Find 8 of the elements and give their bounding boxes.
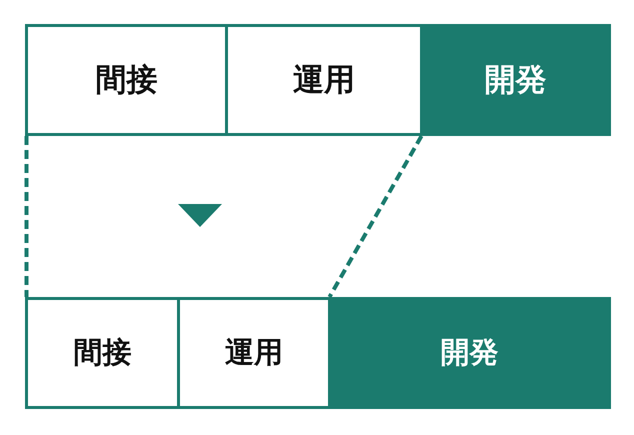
segment-box: 運用 — [177, 297, 331, 409]
segment-box: 運用 — [225, 24, 423, 136]
dashed-line — [24, 136, 28, 297]
segment-box: 間接 — [25, 297, 180, 409]
dashed-line — [328, 135, 424, 298]
segment-box: 開発 — [420, 24, 611, 136]
segment-box: 開発 — [328, 297, 611, 409]
segment-box: 間接 — [25, 24, 228, 136]
